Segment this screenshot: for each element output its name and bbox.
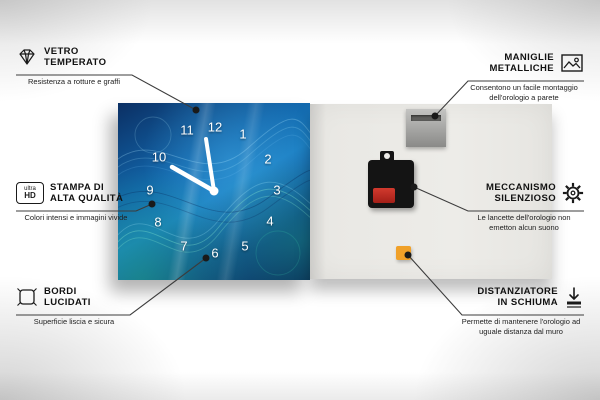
picture-frame-icon <box>561 54 583 72</box>
clock-number: 3 <box>273 182 281 198</box>
mount-plate-slot <box>411 115 441 121</box>
clock-number: 6 <box>211 245 219 261</box>
callout-title: STAMPA DI ALTA QUALITÀ <box>50 182 124 204</box>
clock-mechanism <box>368 151 414 208</box>
callout-polished-edges: BORDI LUCIDATI Superficie liscia e sicur… <box>16 286 132 327</box>
hanger-hook <box>380 151 394 163</box>
callout-description: Le lancette dell'orologio non emetton al… <box>477 213 571 232</box>
callout-description: Resistenza a rotture e graffi <box>28 77 120 86</box>
diamond-icon <box>19 49 35 65</box>
clock-number: 5 <box>241 238 249 254</box>
clock-number: 4 <box>266 213 274 229</box>
callout-title: VETRO TEMPERATO <box>44 46 107 68</box>
callout-description: Consentono un facile montaggio dell'orol… <box>470 83 578 102</box>
clock-number: 8 <box>154 214 162 230</box>
ultra-hd-icon: ultra HD <box>16 182 44 204</box>
ultra-hd-icon-bottom-label: HD <box>24 191 36 200</box>
clock-number: 12 <box>207 119 223 135</box>
callout-description: Superficie liscia e sicura <box>33 317 115 326</box>
clock-front-view: 12 1 2 3 4 5 6 7 8 9 10 11 <box>118 103 310 280</box>
callout-title: DISTANZIATORE IN SCHIUMA <box>477 286 558 308</box>
battery <box>373 188 395 203</box>
polished-edge-icon <box>17 288 37 306</box>
callout-title: MECCANISMO SILENZIOSO <box>486 182 556 204</box>
callout-metal-hangers: MANIGLIE METALLICHE Consentono un facile… <box>464 52 584 102</box>
ultra-hd-icon-top-label: ultra <box>24 186 36 192</box>
clock-number: 7 <box>180 238 188 254</box>
callout-description: Permette di mantenere l'orologio ad ugua… <box>461 317 581 336</box>
callout-title: BORDI LUCIDATI <box>44 286 91 308</box>
clock-number: 2 <box>264 151 272 167</box>
clock-hands <box>169 137 219 196</box>
callout-description: Colori intensi e immagini vivide <box>24 213 128 222</box>
callout-tempered-glass: VETRO TEMPERATO Resistenza a rotture e g… <box>16 46 132 87</box>
callout-silent-mechanism: MECCANISMO SILENZIOSO Le lancette dell'o… <box>464 182 584 232</box>
callout-high-quality-print: ultra HD STAMPA DI ALTA QUALITÀ Colori i… <box>16 182 136 223</box>
gear-icon <box>562 182 584 204</box>
clock-number: 11 <box>180 122 194 138</box>
clock-number: 1 <box>239 126 247 142</box>
foam-spacer <box>396 246 411 260</box>
callout-title: MANIGLIE METALLICHE <box>489 52 554 74</box>
callout-foam-spacer: DISTANZIATORE IN SCHIUMA Permette di man… <box>458 286 584 336</box>
clock-number: 10 <box>151 149 167 165</box>
spacer-arrow-icon <box>567 287 581 308</box>
clock-number: 9 <box>146 182 154 198</box>
wall-mount-plate <box>406 109 446 147</box>
hanger-hole <box>384 153 390 159</box>
